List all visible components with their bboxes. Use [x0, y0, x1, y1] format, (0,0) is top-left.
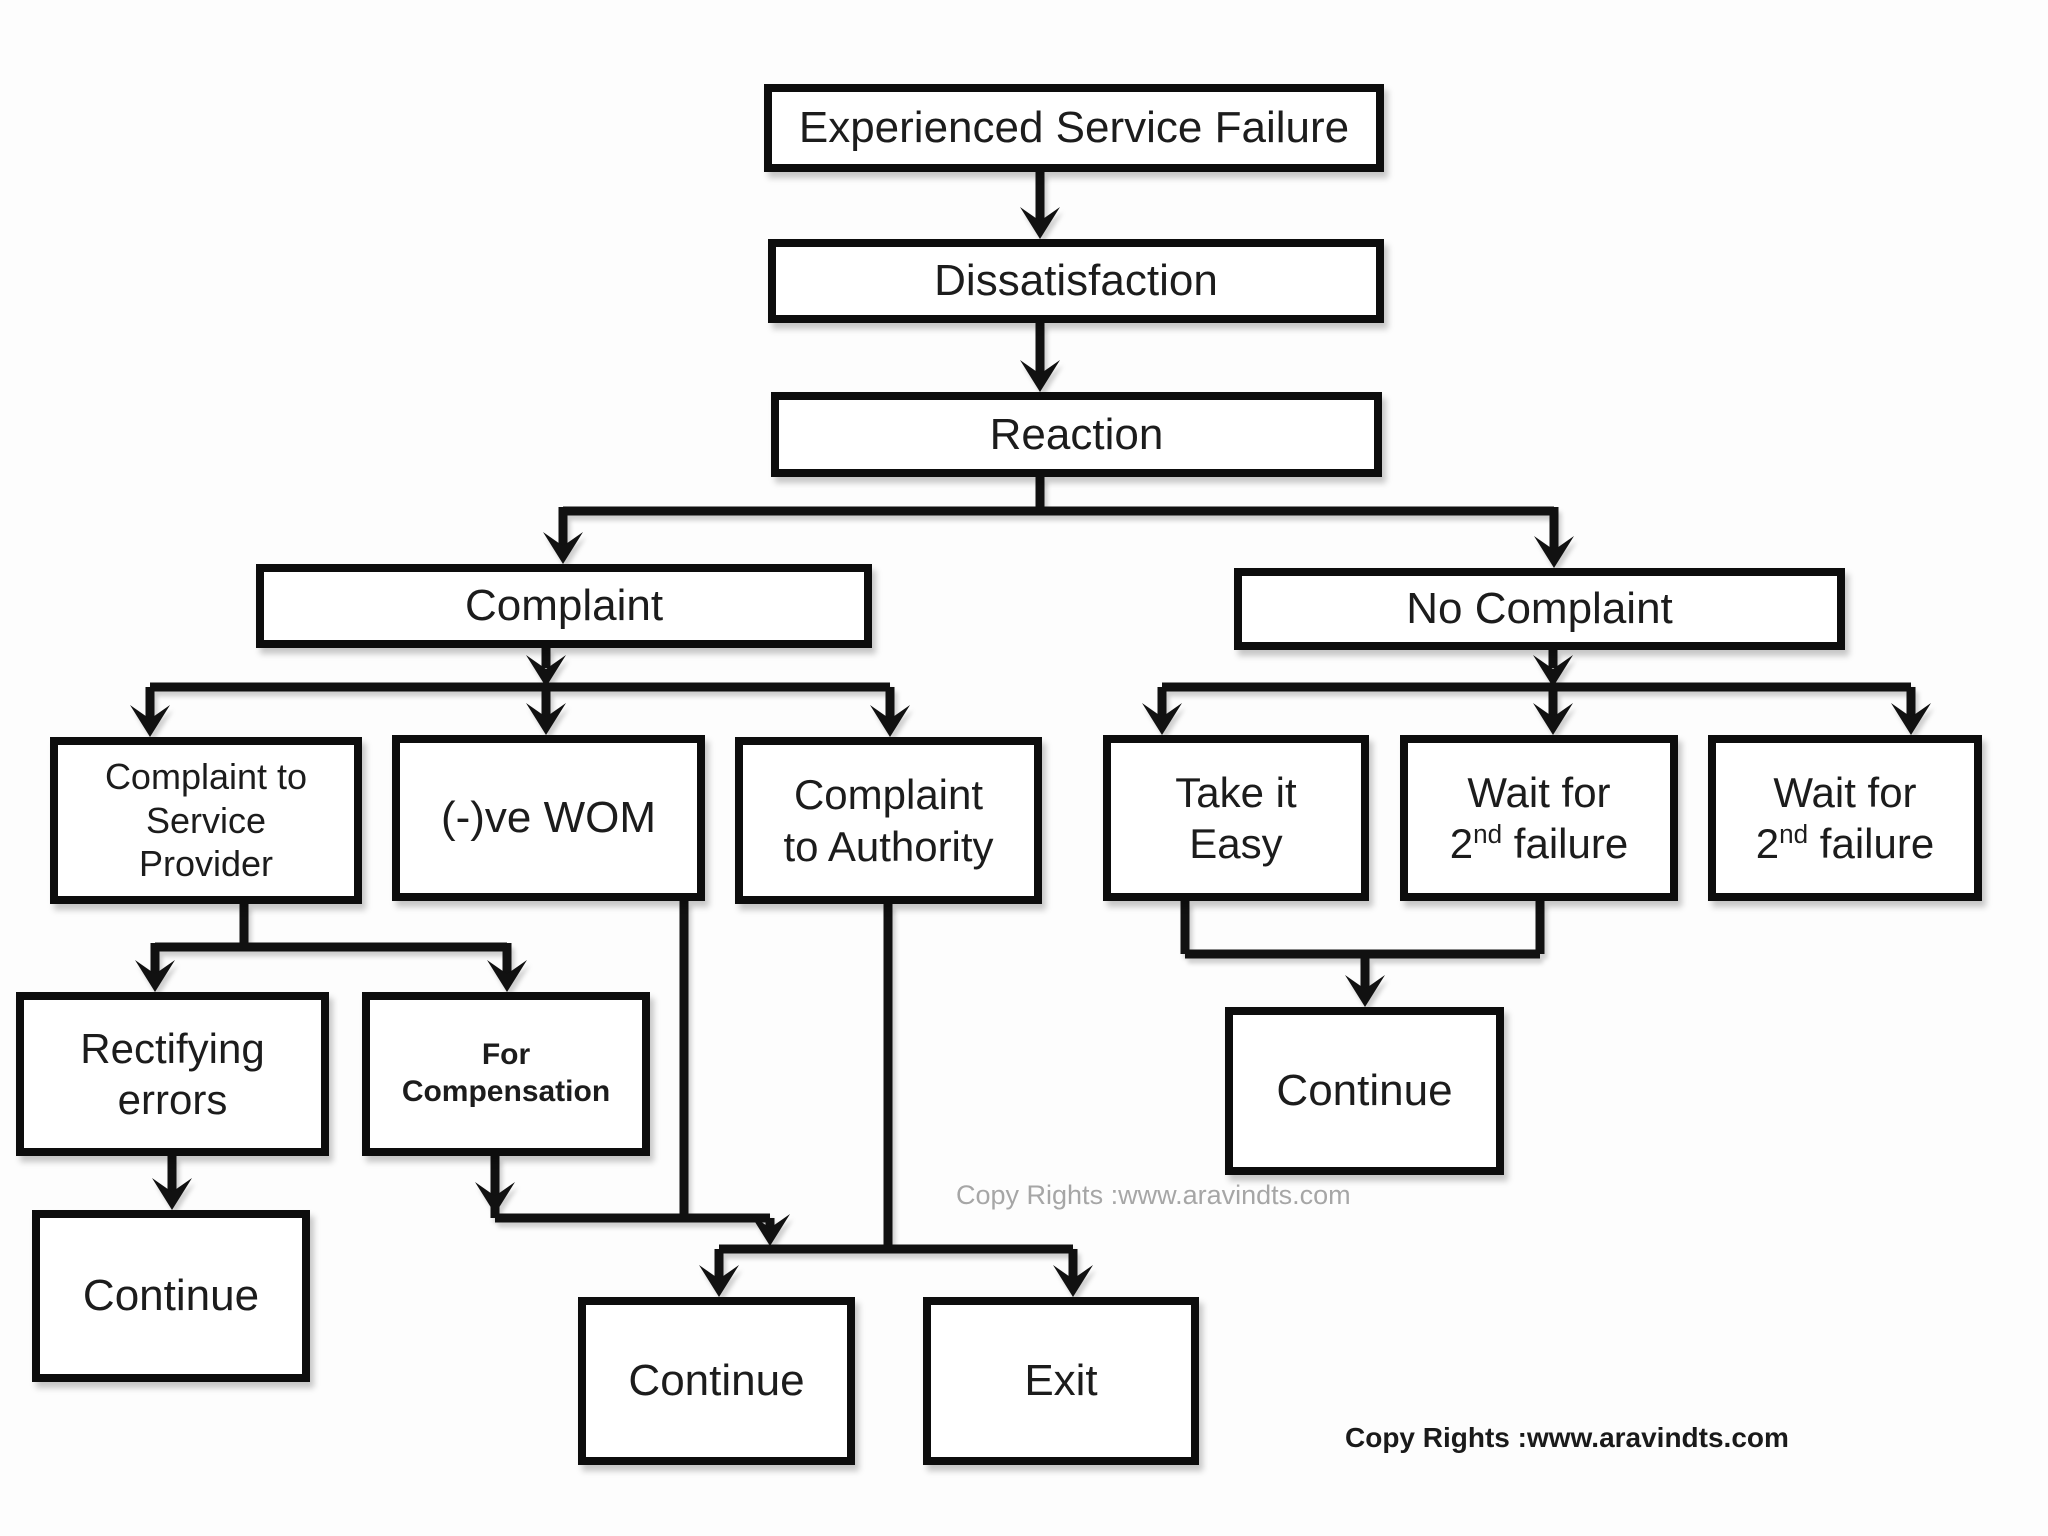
- copyright-watermark-bottom-right: Copy Rights :www.aravindts.com: [1345, 1422, 1789, 1453]
- node-exit: Exit: [923, 1297, 1199, 1465]
- node-negative-wom: (-)ve WOM: [392, 735, 705, 901]
- node-complaint: Complaint: [256, 564, 872, 648]
- node-label: For Compensation: [401, 1038, 611, 1108]
- node-dissatisfaction: Dissatisfaction: [768, 239, 1384, 323]
- node-label: Experienced Service Failure: [798, 103, 1350, 153]
- node-label: (-)ve WOM: [440, 793, 657, 843]
- node-complaint-to-service-provider: Complaint to Service Provider: [50, 737, 362, 904]
- node-experienced-service-failure: Experienced Service Failure: [764, 84, 1384, 172]
- node-no-complaint: No Complaint: [1234, 568, 1845, 650]
- node-take-it-easy: Take it Easy: [1103, 735, 1369, 901]
- node-continue-right: Continue: [1225, 1007, 1504, 1175]
- node-label: Continue: [82, 1271, 260, 1321]
- node-continue-left: Continue: [32, 1210, 310, 1382]
- node-complaint-to-authority: Complaint to Authority: [735, 737, 1042, 904]
- node-label: Rectifying errors: [80, 1024, 265, 1123]
- node-continue-bottom: Continue: [578, 1297, 855, 1465]
- node-label: Dissatisfaction: [934, 256, 1218, 306]
- node-label: Take it Easy: [1175, 768, 1297, 867]
- superscript-nd: nd: [1473, 819, 1503, 849]
- node-label: No Complaint: [1406, 584, 1673, 634]
- node-label: Complaint to Service Provider: [104, 755, 308, 885]
- node-label: Continue: [1276, 1066, 1453, 1116]
- node-label: Complaint to Authority: [783, 771, 994, 870]
- node-label: Reaction: [989, 409, 1164, 459]
- node-reaction: Reaction: [771, 392, 1382, 477]
- node-label: Continue: [628, 1356, 805, 1406]
- superscript-nd: nd: [1779, 819, 1809, 849]
- node-for-compensation: For Compensation: [362, 992, 650, 1156]
- node-label: Complaint: [464, 581, 664, 631]
- copyright-watermark-middle: Copy Rights :www.aravindts.com: [956, 1180, 1351, 1210]
- node-label: Exit: [1024, 1356, 1098, 1406]
- node-rectifying-errors: Rectifying errors: [16, 992, 329, 1156]
